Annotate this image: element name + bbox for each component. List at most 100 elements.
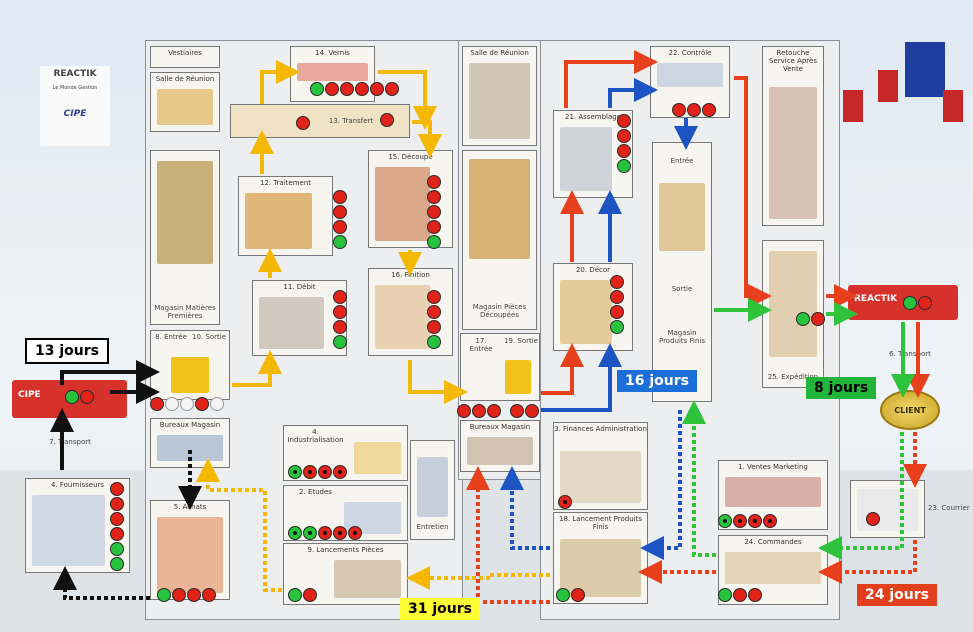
room-label: Entretien	[416, 523, 449, 531]
status-dot-red	[333, 220, 347, 234]
status-dot-red	[303, 588, 317, 602]
status-dot-red	[610, 275, 624, 289]
status-dot-red	[672, 103, 686, 117]
transport-7-label: 7. Transport	[49, 438, 91, 446]
status-dot-red	[811, 312, 825, 326]
room-label: 14. Vernis	[315, 49, 350, 57]
reactik-truck-label: REACTIK	[854, 294, 898, 304]
room-label: 16. Finition	[391, 271, 430, 279]
status-dot-green	[65, 390, 79, 404]
status-dot-red	[918, 296, 932, 310]
status-dot-red	[333, 290, 347, 304]
room-bureaux-magasin-left: Bureaux Magasin	[150, 418, 230, 468]
status-dot-red	[318, 465, 332, 479]
status-dot-red	[763, 514, 777, 528]
lead-time-production: 31 jours	[400, 598, 480, 620]
room-lancements-pieces: 9. Lancements Pièces	[283, 543, 408, 605]
lead-time-supplier: 13 jours	[25, 338, 109, 364]
room-label: Vestiaires	[168, 49, 202, 57]
status-dot-red	[385, 82, 399, 96]
room-label: 20. Décor	[575, 266, 611, 274]
entree-label: 8. Entrée	[155, 333, 187, 341]
status-dot-red	[472, 404, 486, 418]
flag-red-1	[843, 90, 863, 122]
status-dot-red	[487, 404, 501, 418]
status-dot-red	[510, 404, 524, 418]
status-dot-empty	[210, 397, 224, 411]
status-dot-red	[333, 465, 347, 479]
status-dot-red	[340, 82, 354, 96]
room-traitement: 12. Traitement	[238, 176, 333, 256]
status-dot-green	[333, 335, 347, 349]
status-dot-green	[718, 588, 732, 602]
room-label: 9. Lancements Pièces	[307, 546, 384, 554]
status-dot-red	[348, 526, 362, 540]
status-dot-green	[288, 465, 302, 479]
entree-right-label: Entrée	[670, 157, 694, 165]
status-dot-green	[427, 235, 441, 249]
status-dot-red	[318, 526, 332, 540]
room-label: 5. Achats	[173, 503, 207, 511]
status-dot-red	[427, 205, 441, 219]
logo-company: CIPE	[63, 109, 87, 119]
status-dot-red	[687, 103, 701, 117]
status-dot-red	[195, 397, 209, 411]
status-dot-red	[202, 588, 216, 602]
status-dot-red	[380, 113, 394, 127]
room-label: Magasin Produits Finis	[658, 329, 706, 345]
status-dot-red	[303, 465, 317, 479]
status-dot-green	[110, 557, 124, 571]
logo-title: REACTIK	[53, 69, 97, 79]
status-dot-red	[110, 527, 124, 541]
status-dot-red	[733, 514, 747, 528]
status-dot-green	[333, 235, 347, 249]
room-label: 24. Commandes	[744, 538, 802, 546]
room-bureaux-magasin-center: Bureaux Magasin	[460, 420, 540, 472]
room-label: Salle de Réunion	[470, 49, 529, 57]
courrier-label: 23. Courrier	[928, 504, 970, 512]
room-label: 15. Découpe	[388, 153, 433, 161]
status-dot-red	[110, 482, 124, 496]
logo-subtitle: Le Monde Gestion	[52, 85, 98, 91]
room-label: 4. Fournisseurs	[50, 481, 105, 489]
status-dot-red	[150, 397, 164, 411]
room-label: Bureaux Magasin	[469, 423, 531, 431]
room-salle-reunion-center: Salle de Réunion	[462, 46, 537, 146]
status-dot-red	[110, 497, 124, 511]
lead-time-order: 24 jours	[857, 584, 937, 606]
status-dot-green	[427, 335, 441, 349]
status-dot-empty	[180, 397, 194, 411]
lead-time-shipping: 8 jours	[806, 377, 877, 399]
room-label: 2. Etudes	[299, 488, 332, 496]
client-label: CLIENT	[894, 405, 926, 415]
status-dot-red	[172, 588, 186, 602]
room-label: 25. Expédition	[767, 373, 819, 381]
status-dot-red	[80, 390, 94, 404]
room-courrier	[850, 480, 925, 538]
status-dot-red	[325, 82, 339, 96]
status-dot-red	[333, 205, 347, 219]
status-dot-red	[333, 526, 347, 540]
status-dot-red	[333, 305, 347, 319]
status-dot-red	[427, 320, 441, 334]
status-dot-red	[427, 305, 441, 319]
status-dot-green	[610, 320, 624, 334]
sortie-19-label: 19. Sortie	[504, 337, 538, 345]
status-dot-green	[617, 159, 631, 173]
room-magasin-matieres: Magasin Matières Premières	[150, 150, 220, 325]
status-dot-red	[617, 144, 631, 158]
status-dot-green	[796, 312, 810, 326]
status-dot-green	[110, 542, 124, 556]
status-dot-green	[556, 588, 570, 602]
status-dot-red	[187, 588, 201, 602]
status-dot-red	[525, 404, 539, 418]
flag-red-2	[943, 90, 963, 122]
status-dot-red	[866, 512, 880, 526]
status-dot-red	[370, 82, 384, 96]
status-dot-green	[288, 588, 302, 602]
status-dot-red	[427, 175, 441, 189]
status-dot-red	[610, 290, 624, 304]
status-dot-red	[610, 305, 624, 319]
status-dot-red	[733, 588, 747, 602]
reactik-truck: REACTIK	[848, 285, 958, 320]
